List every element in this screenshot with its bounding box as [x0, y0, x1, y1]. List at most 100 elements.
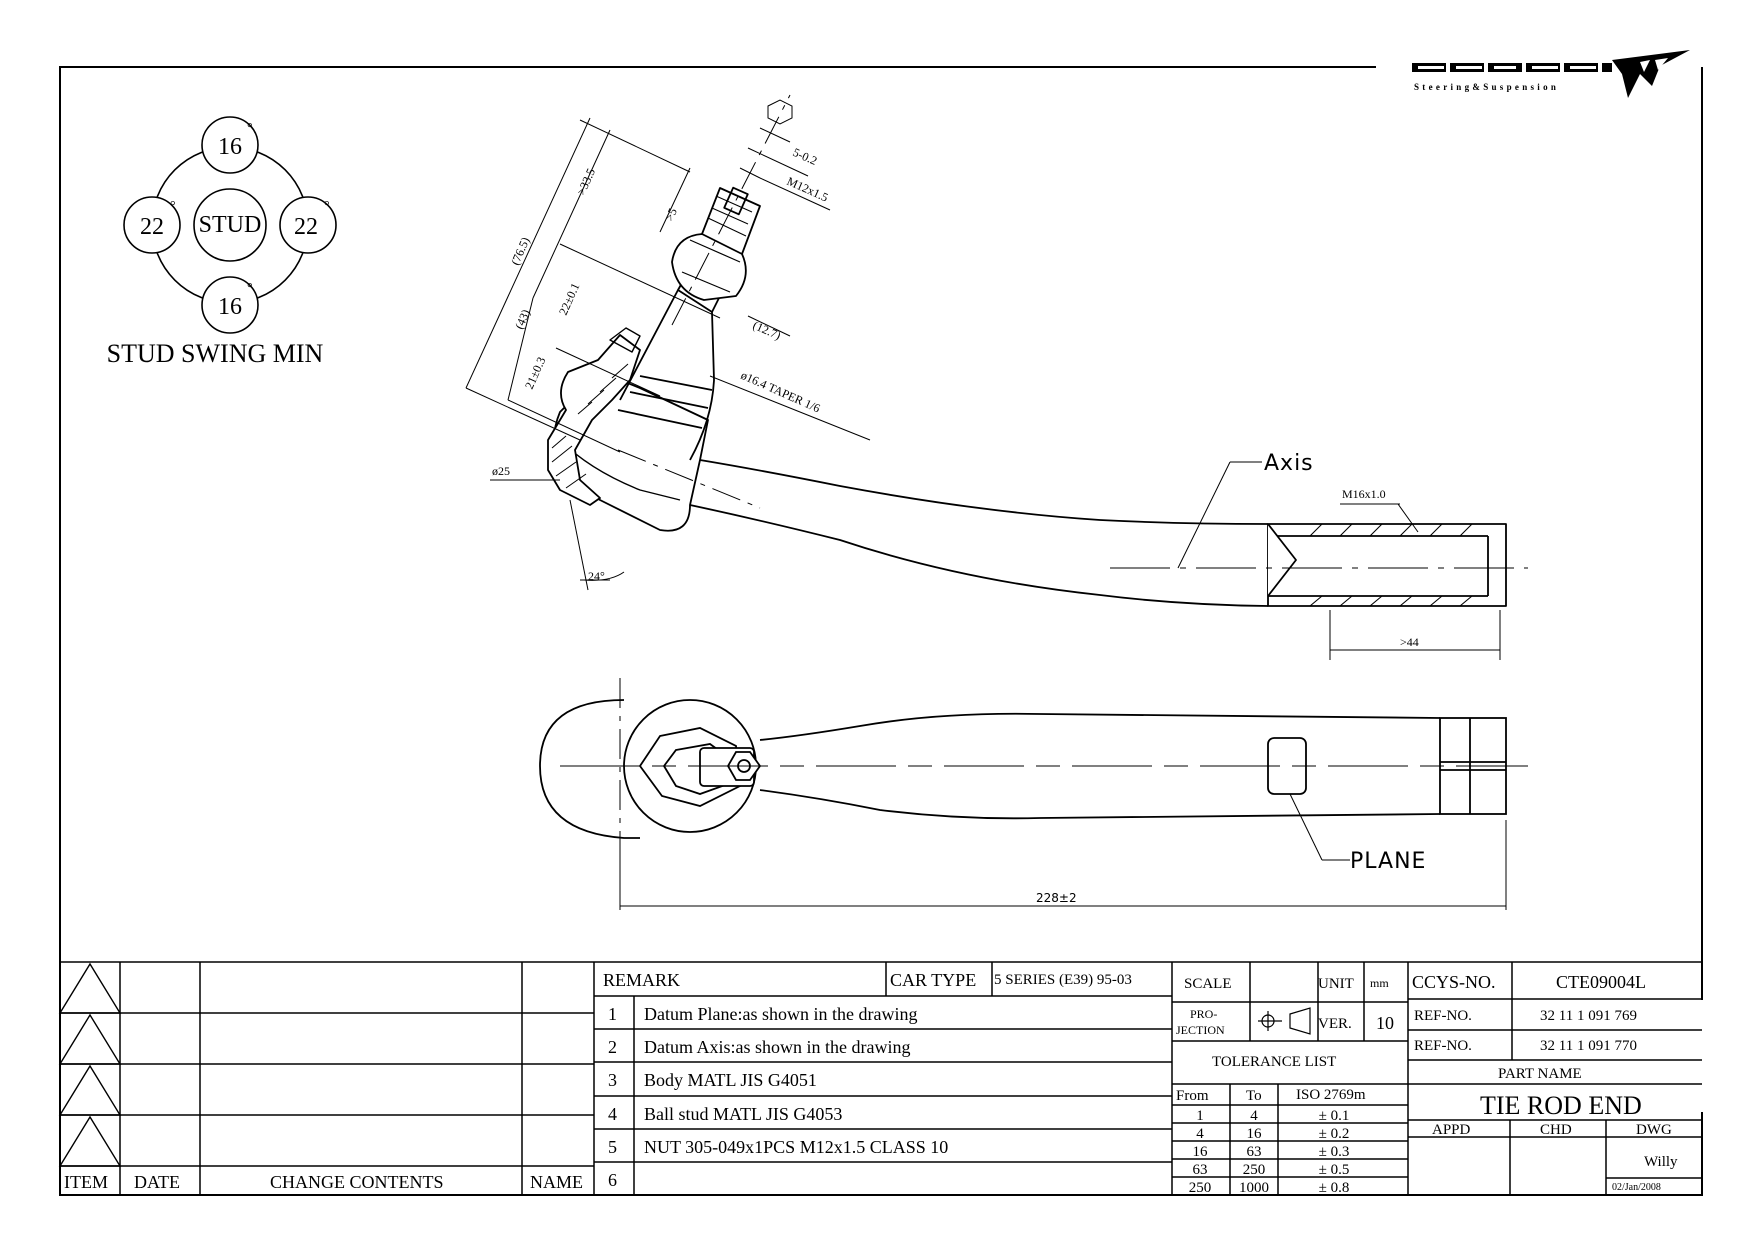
- ref-no-label-1: REF-NO.: [1414, 1008, 1472, 1024]
- svg-text:2: 2: [608, 1037, 617, 1057]
- logo-tagline: Steering&Suspension: [1414, 82, 1559, 92]
- stud-swing-diagram: [123, 116, 337, 334]
- dwg-label: DWG: [1636, 1122, 1672, 1138]
- dim-angle-24: 24°: [588, 569, 605, 583]
- car-type-value: 5 SERIES (E39) 95-03: [994, 972, 1132, 988]
- svg-text:± 0.8: ± 0.8: [1319, 1180, 1350, 1196]
- swing-bottom-value: 16: [218, 294, 242, 320]
- revision-header: ITEM DATE CHANGE CONTENTS NAME: [64, 1172, 583, 1192]
- svg-text:250: 250: [1189, 1180, 1212, 1196]
- top-view-centerlines: [560, 678, 1528, 862]
- projection-label-2: JECTION: [1176, 1023, 1225, 1037]
- svg-text:Ball stud MATL JIS G4053: Ball stud MATL JIS G4053: [644, 1104, 842, 1124]
- top-view-dimension-lines: [619, 793, 1507, 910]
- svg-text:16: 16: [1247, 1126, 1263, 1142]
- ref-no-label-2: REF-NO.: [1414, 1038, 1472, 1054]
- ref-no-value-2: 32 11 1 091 770: [1540, 1038, 1637, 1054]
- axis-label: Axis: [1264, 451, 1314, 476]
- col-date: DATE: [134, 1172, 180, 1192]
- col-name: NAME: [530, 1172, 583, 1192]
- plane-label: PLANE: [1350, 849, 1426, 874]
- top-view: [539, 699, 1507, 839]
- svg-text:ISO 2769m: ISO 2769m: [1296, 1087, 1366, 1103]
- scale-label: SCALE: [1184, 976, 1232, 992]
- part-info-block: CCYS-NO. CTE09004L REF-NO. 32 11 1 091 7…: [1412, 972, 1678, 1193]
- projection-label-1: PRO-: [1190, 1007, 1217, 1021]
- swing-left-value: 22: [140, 214, 164, 240]
- logo-wing-mark: [1612, 50, 1690, 98]
- swing-top-value: 16: [218, 134, 242, 160]
- swing-right-value: 22: [294, 214, 318, 240]
- drawn-by: Willy: [1644, 1154, 1678, 1170]
- part-name-label: PART NAME: [1498, 1066, 1582, 1082]
- svg-text:± 0.3: ± 0.3: [1319, 1144, 1350, 1160]
- unit-value: mm: [1370, 976, 1389, 990]
- ver-value: 10: [1376, 1013, 1394, 1033]
- svg-text:250: 250: [1243, 1162, 1266, 1178]
- revision-triangles: [58, 962, 122, 1167]
- dim-12-7: (12.7): [751, 318, 783, 343]
- svg-text:± 0.1: ± 0.1: [1319, 1108, 1350, 1124]
- svg-text:Datum Plane:as shown in the dr: Datum Plane:as shown in the drawing: [644, 1004, 917, 1024]
- side-view: [547, 186, 1507, 607]
- ball-stud-taper: [619, 289, 715, 461]
- svg-text:4: 4: [608, 1104, 617, 1124]
- tolerance-title: TOLERANCE LIST: [1212, 1054, 1336, 1070]
- svg-text:6: 6: [608, 1170, 617, 1190]
- chd-label: CHD: [1540, 1122, 1572, 1138]
- svg-text:°: °: [247, 121, 253, 136]
- svg-text:63: 63: [1193, 1162, 1208, 1178]
- svg-text:Body MATL JIS G4051: Body MATL JIS G4051: [644, 1070, 817, 1090]
- projection-symbol: [1258, 1007, 1311, 1035]
- svg-text:± 0.5: ± 0.5: [1319, 1162, 1350, 1178]
- degree-marks: ° ° ° °: [170, 121, 330, 296]
- dim-taper: ø16.4 TAPER 1/6: [739, 368, 823, 415]
- col-change-contents: CHANGE CONTENTS: [270, 1172, 444, 1192]
- svg-text:To: To: [1246, 1088, 1262, 1104]
- svg-text:°: °: [170, 199, 176, 214]
- svg-text:± 0.2: ± 0.2: [1319, 1126, 1350, 1142]
- tie-rod-arm: [699, 459, 1269, 525]
- stud-swing-labels: 16 16 22 22 STUD STUD SWING MIN: [107, 134, 324, 368]
- remark-label: REMARK: [603, 970, 680, 990]
- svg-text:4: 4: [1250, 1108, 1258, 1124]
- svg-text:°: °: [324, 199, 330, 214]
- title-block-grid: [60, 961, 1702, 1195]
- dim-phi25: ø25: [492, 464, 510, 478]
- castle-nut: [671, 233, 747, 301]
- dust-boot: [547, 334, 641, 506]
- tie-rod-arm-top: [759, 712, 1441, 741]
- dim-44: >44: [1400, 635, 1419, 649]
- svg-text:4: 4: [1196, 1126, 1204, 1142]
- dim-hex: 5-0.2: [791, 145, 820, 168]
- drawing-date: 02/Jan/2008: [1612, 1182, 1661, 1193]
- dim-overall-length: 228±2: [1036, 891, 1077, 905]
- svg-text:Datum Axis:as shown in the dra: Datum Axis:as shown in the drawing: [644, 1037, 910, 1057]
- dim-22: 22±0.1: [556, 281, 582, 317]
- ball-housing-top: [539, 699, 640, 839]
- scale-projection: SCALE UNIT mm PRO- JECTION VER. 10: [1176, 976, 1394, 1037]
- ref-no-value-1: 32 11 1 091 769: [1540, 1008, 1637, 1024]
- dim-21: 21±0.3: [522, 355, 548, 391]
- svg-text:From: From: [1176, 1088, 1209, 1104]
- tolerance-list: TOLERANCE LIST From To ISO 2769m 1 4 ± 0…: [1176, 1054, 1366, 1196]
- side-view-dimension-lines: [465, 99, 1501, 660]
- dim-33-5: >33.5: [574, 166, 598, 197]
- svg-text:NUT 305-049x1PCS M12x1.5 CLASS: NUT 305-049x1PCS M12x1.5 CLASS 10: [644, 1137, 948, 1157]
- unit-label: UNIT: [1318, 976, 1354, 992]
- part-name-value: TIE ROD END: [1480, 1091, 1642, 1120]
- svg-text:1: 1: [1196, 1108, 1204, 1124]
- svg-text:5: 5: [608, 1137, 617, 1157]
- dim-m16: M16x1.0: [1342, 487, 1386, 501]
- swing-center-label: STUD: [199, 212, 262, 238]
- svg-text:1: 1: [608, 1004, 617, 1024]
- svg-text:63: 63: [1247, 1144, 1262, 1160]
- svg-text:1000: 1000: [1239, 1180, 1269, 1196]
- ver-label: VER.: [1318, 1016, 1352, 1032]
- car-type-label: CAR TYPE: [890, 970, 976, 990]
- svg-text:°: °: [247, 281, 253, 296]
- swing-caption: STUD SWING MIN: [107, 339, 324, 368]
- svg-text:16: 16: [1193, 1144, 1209, 1160]
- col-item: ITEM: [64, 1172, 108, 1192]
